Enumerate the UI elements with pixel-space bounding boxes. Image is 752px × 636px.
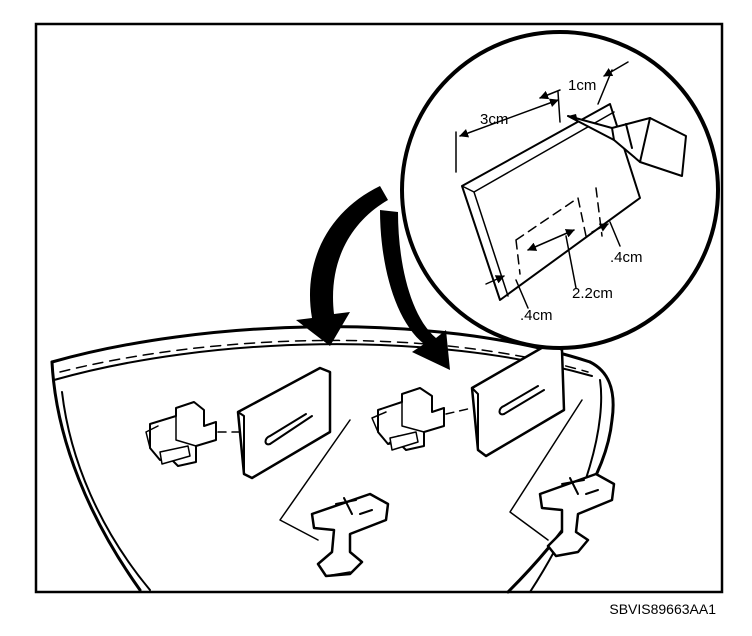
figure-frame [34, 22, 724, 594]
label-slot-length: 2.2cm [572, 285, 613, 302]
spring-clip-left [310, 492, 390, 578]
label-width-1cm: 1cm [568, 77, 596, 94]
scribe-tool-icon [567, 114, 687, 177]
retainer-clip-right [371, 387, 445, 451]
arrow-right-icon [380, 210, 450, 370]
dimension-lines [455, 61, 629, 309]
zigzag-right [509, 399, 583, 541]
spring-clip-right [538, 472, 616, 558]
leader-right [445, 407, 473, 415]
retainer-clip-left [145, 401, 217, 467]
label-edge-bottom: .4cm [520, 307, 553, 324]
moulding-tab-left [236, 366, 332, 480]
arrow-left-icon [296, 186, 388, 346]
figure-code: SBVIS89663AA1 [609, 601, 716, 617]
moulding-tab-right [470, 340, 566, 458]
label-width-3cm: 3cm [480, 111, 508, 128]
label-edge-right: .4cm [610, 249, 643, 266]
zigzag-left [279, 419, 351, 541]
